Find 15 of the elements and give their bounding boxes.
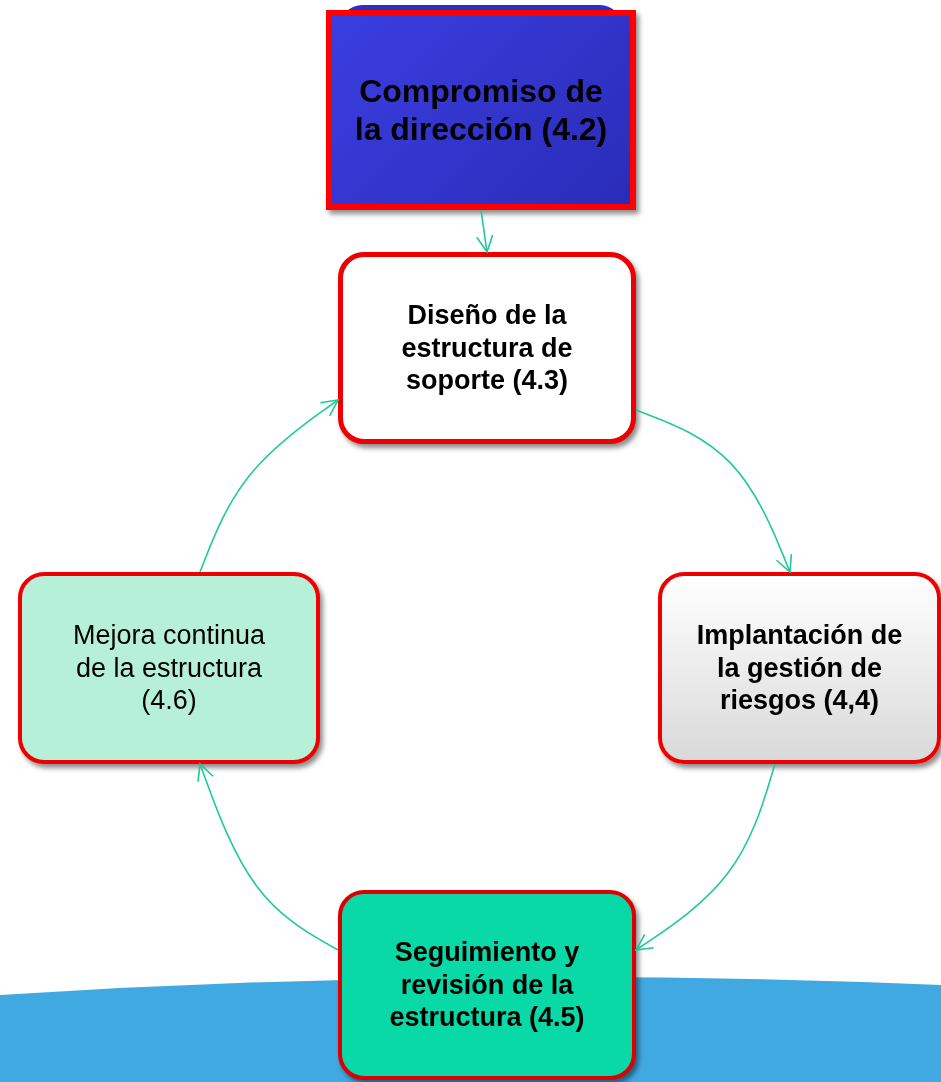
arrow [635,763,776,951]
arrow [199,399,339,573]
process-box [338,890,636,1080]
arrow [476,209,494,253]
process-box [18,572,320,764]
box-label: Seguimiento y revisión de la estructura (4.5) [388,936,586,1034]
header-box [326,10,636,210]
arrow [635,409,793,573]
process-box [338,252,636,444]
box-label: Diseño de la estructura de soporte (4.3) [400,299,574,397]
process-box [658,572,941,764]
box-label: Implantación de la gestión de riesgos (4,4) [695,619,904,717]
box-label: Mejora continua de la estructura (4.6) [71,619,267,717]
box-label: Compromiso de la dirección (4.2) [354,71,608,149]
arrow [197,763,339,951]
